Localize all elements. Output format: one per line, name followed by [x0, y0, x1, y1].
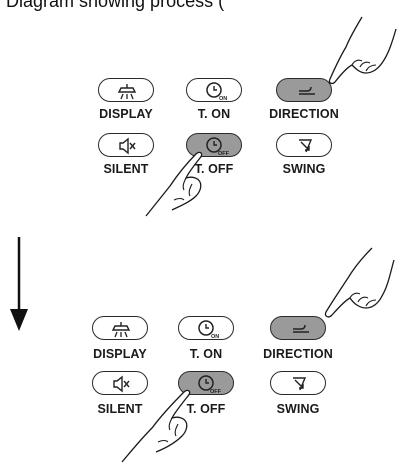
hand-pointer-timer-off	[118, 378, 208, 464]
silent-label: SILENT	[97, 402, 143, 416]
mute-speaker-icon	[119, 137, 136, 155]
mute-speaker-icon	[113, 375, 130, 393]
swing-icon	[293, 377, 307, 391]
timer-off-label: T. OFF	[194, 162, 234, 176]
swing-icon	[299, 139, 313, 153]
timer-off-button[interactable]: OFF	[178, 371, 234, 395]
direction-label: DIRECTION	[269, 107, 339, 121]
timer-off-button[interactable]: OFF	[186, 133, 242, 157]
off-badge-text: OFF	[210, 389, 222, 395]
timer-on-label: T. ON	[197, 107, 231, 121]
direction-button[interactable]	[276, 78, 332, 102]
clock-on-icon: ON	[198, 320, 219, 340]
hand-icon	[328, 16, 397, 85]
silent-button[interactable]	[92, 371, 148, 395]
clock-on-icon: ON	[206, 82, 227, 102]
display-label: DISPLAY	[99, 107, 153, 121]
hand-pointer-direction	[320, 15, 400, 105]
caption-text: Diagram showing process (	[6, 0, 225, 11]
timer-off-label: T. OFF	[186, 402, 226, 416]
hand-icon	[145, 151, 203, 217]
off-badge-text: OFF	[218, 151, 230, 157]
on-badge-text: ON	[219, 96, 227, 102]
hand-pointer-timer-off	[140, 140, 220, 220]
swing-label: SWING	[276, 402, 320, 416]
direction-button[interactable]	[270, 316, 326, 340]
hand-pointer-direction	[316, 246, 396, 342]
clock-off-icon: OFF	[198, 375, 222, 395]
on-badge-text: ON	[211, 334, 219, 340]
remote-panel-step-1: DISPLAY ON T. ON DIRECTION SILENT OFF	[0, 0, 405, 217]
display-button[interactable]	[98, 78, 154, 102]
timer-on-button[interactable]: ON	[178, 316, 234, 340]
display-label: DISPLAY	[93, 347, 147, 361]
direction-label: DIRECTION	[263, 347, 333, 361]
lamp-icon	[111, 322, 131, 338]
timer-on-label: T. ON	[189, 347, 223, 361]
lamp-icon	[117, 84, 137, 100]
remote-panel-step-2: DISPLAY ON T. ON DIRECTION SILENT OFF	[0, 236, 405, 463]
display-button[interactable]	[92, 316, 148, 340]
direction-icon	[293, 324, 309, 333]
direction-icon	[299, 86, 315, 95]
clock-off-icon: OFF	[206, 137, 230, 157]
timer-on-button[interactable]: ON	[186, 78, 242, 102]
hand-icon	[121, 389, 191, 463]
silent-label: SILENT	[103, 162, 149, 176]
swing-label: SWING	[282, 162, 326, 176]
down-arrow-icon	[10, 237, 28, 331]
hand-icon	[324, 247, 395, 318]
silent-button[interactable]	[98, 133, 154, 157]
swing-button[interactable]	[270, 371, 326, 395]
swing-button[interactable]	[276, 133, 332, 157]
